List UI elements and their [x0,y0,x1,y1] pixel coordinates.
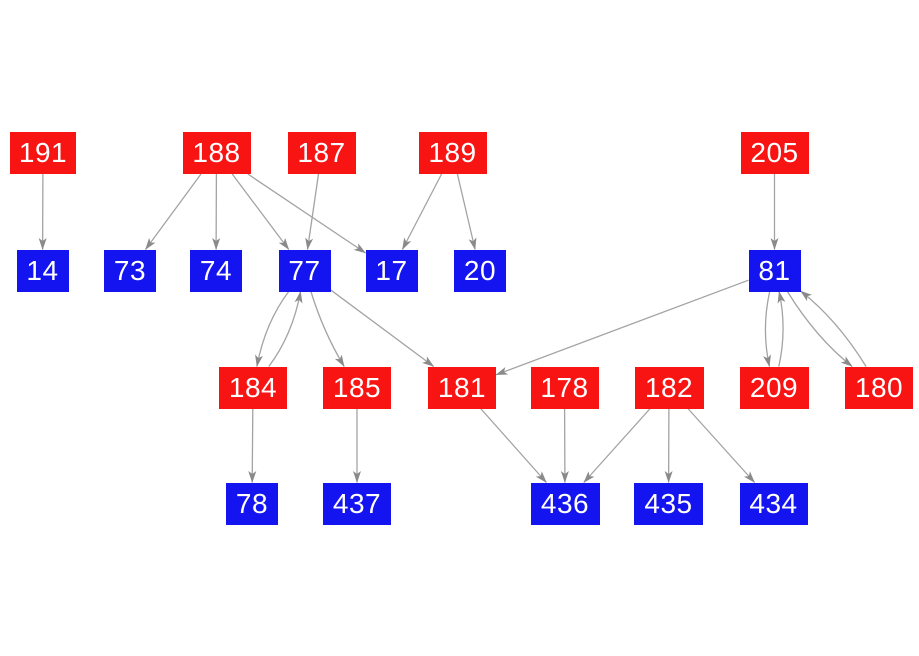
node-78: 78 [226,482,278,525]
node-73: 73 [104,249,156,292]
node-label: 189 [428,137,477,168]
node-label: 188 [192,137,241,168]
node-77: 77 [278,249,331,292]
edge-81-180 [786,291,853,368]
node-191: 191 [10,132,76,174]
node-180: 180 [845,366,913,409]
node-436: 436 [530,482,600,525]
node-label: 17 [375,254,408,286]
node-label: 178 [540,371,589,403]
node-label: 184 [228,371,278,403]
node-81: 81 [748,249,801,292]
edge-180-81 [800,290,867,367]
edge-188-17 [247,173,366,254]
node-205: 205 [740,132,809,174]
node-17: 17 [365,249,418,292]
node-label: 209 [749,371,799,403]
node-label: 181 [437,371,487,403]
node-434: 434 [739,482,808,525]
edge-77-184 [255,291,290,367]
edge-81-181 [495,279,749,376]
edge-184-77 [268,291,303,367]
node-184: 184 [219,366,287,409]
node-181: 181 [428,366,496,409]
node-label: 187 [297,137,346,168]
node-label: 81 [758,254,791,286]
node-label: 437 [332,487,382,519]
node-178: 178 [530,366,599,409]
node-label: 74 [199,254,233,286]
edge-181-436 [480,408,547,483]
node-label: 14 [26,254,59,286]
node-label: 185 [332,371,382,403]
edge-182-434 [687,408,756,483]
edge-189-17 [401,173,443,250]
edge-81-209 [763,291,771,367]
node-label: 205 [750,137,799,168]
node-label: 435 [644,487,693,519]
edge-188-77 [231,173,290,250]
node-label: 78 [235,487,269,519]
edge-187-77 [305,173,320,250]
node-209: 209 [739,366,809,409]
node-label: 20 [463,254,497,286]
edge-209-81 [777,291,786,367]
node-label: 182 [644,371,694,403]
node-185: 185 [323,366,391,409]
node-187: 187 [287,132,356,174]
node-189: 189 [418,132,487,174]
edge-184-78 [248,408,257,483]
node-label: 191 [18,137,68,168]
node-label: 73 [113,254,147,286]
node-label: 77 [288,254,321,286]
edge-77-185 [310,291,345,367]
edge-188-73 [144,173,202,250]
node-14: 14 [16,249,69,292]
edge-77-181 [330,289,435,368]
node-label: 434 [749,487,798,519]
node-label: 436 [540,487,590,519]
node-188: 188 [182,132,251,174]
node-437: 437 [323,482,391,525]
node-435: 435 [634,482,703,525]
node-182: 182 [634,366,704,409]
edge-182-436 [583,408,651,483]
node-20: 20 [454,249,506,292]
node-74: 74 [190,249,242,292]
edge-189-20 [456,173,477,250]
node-label: 180 [854,371,904,403]
